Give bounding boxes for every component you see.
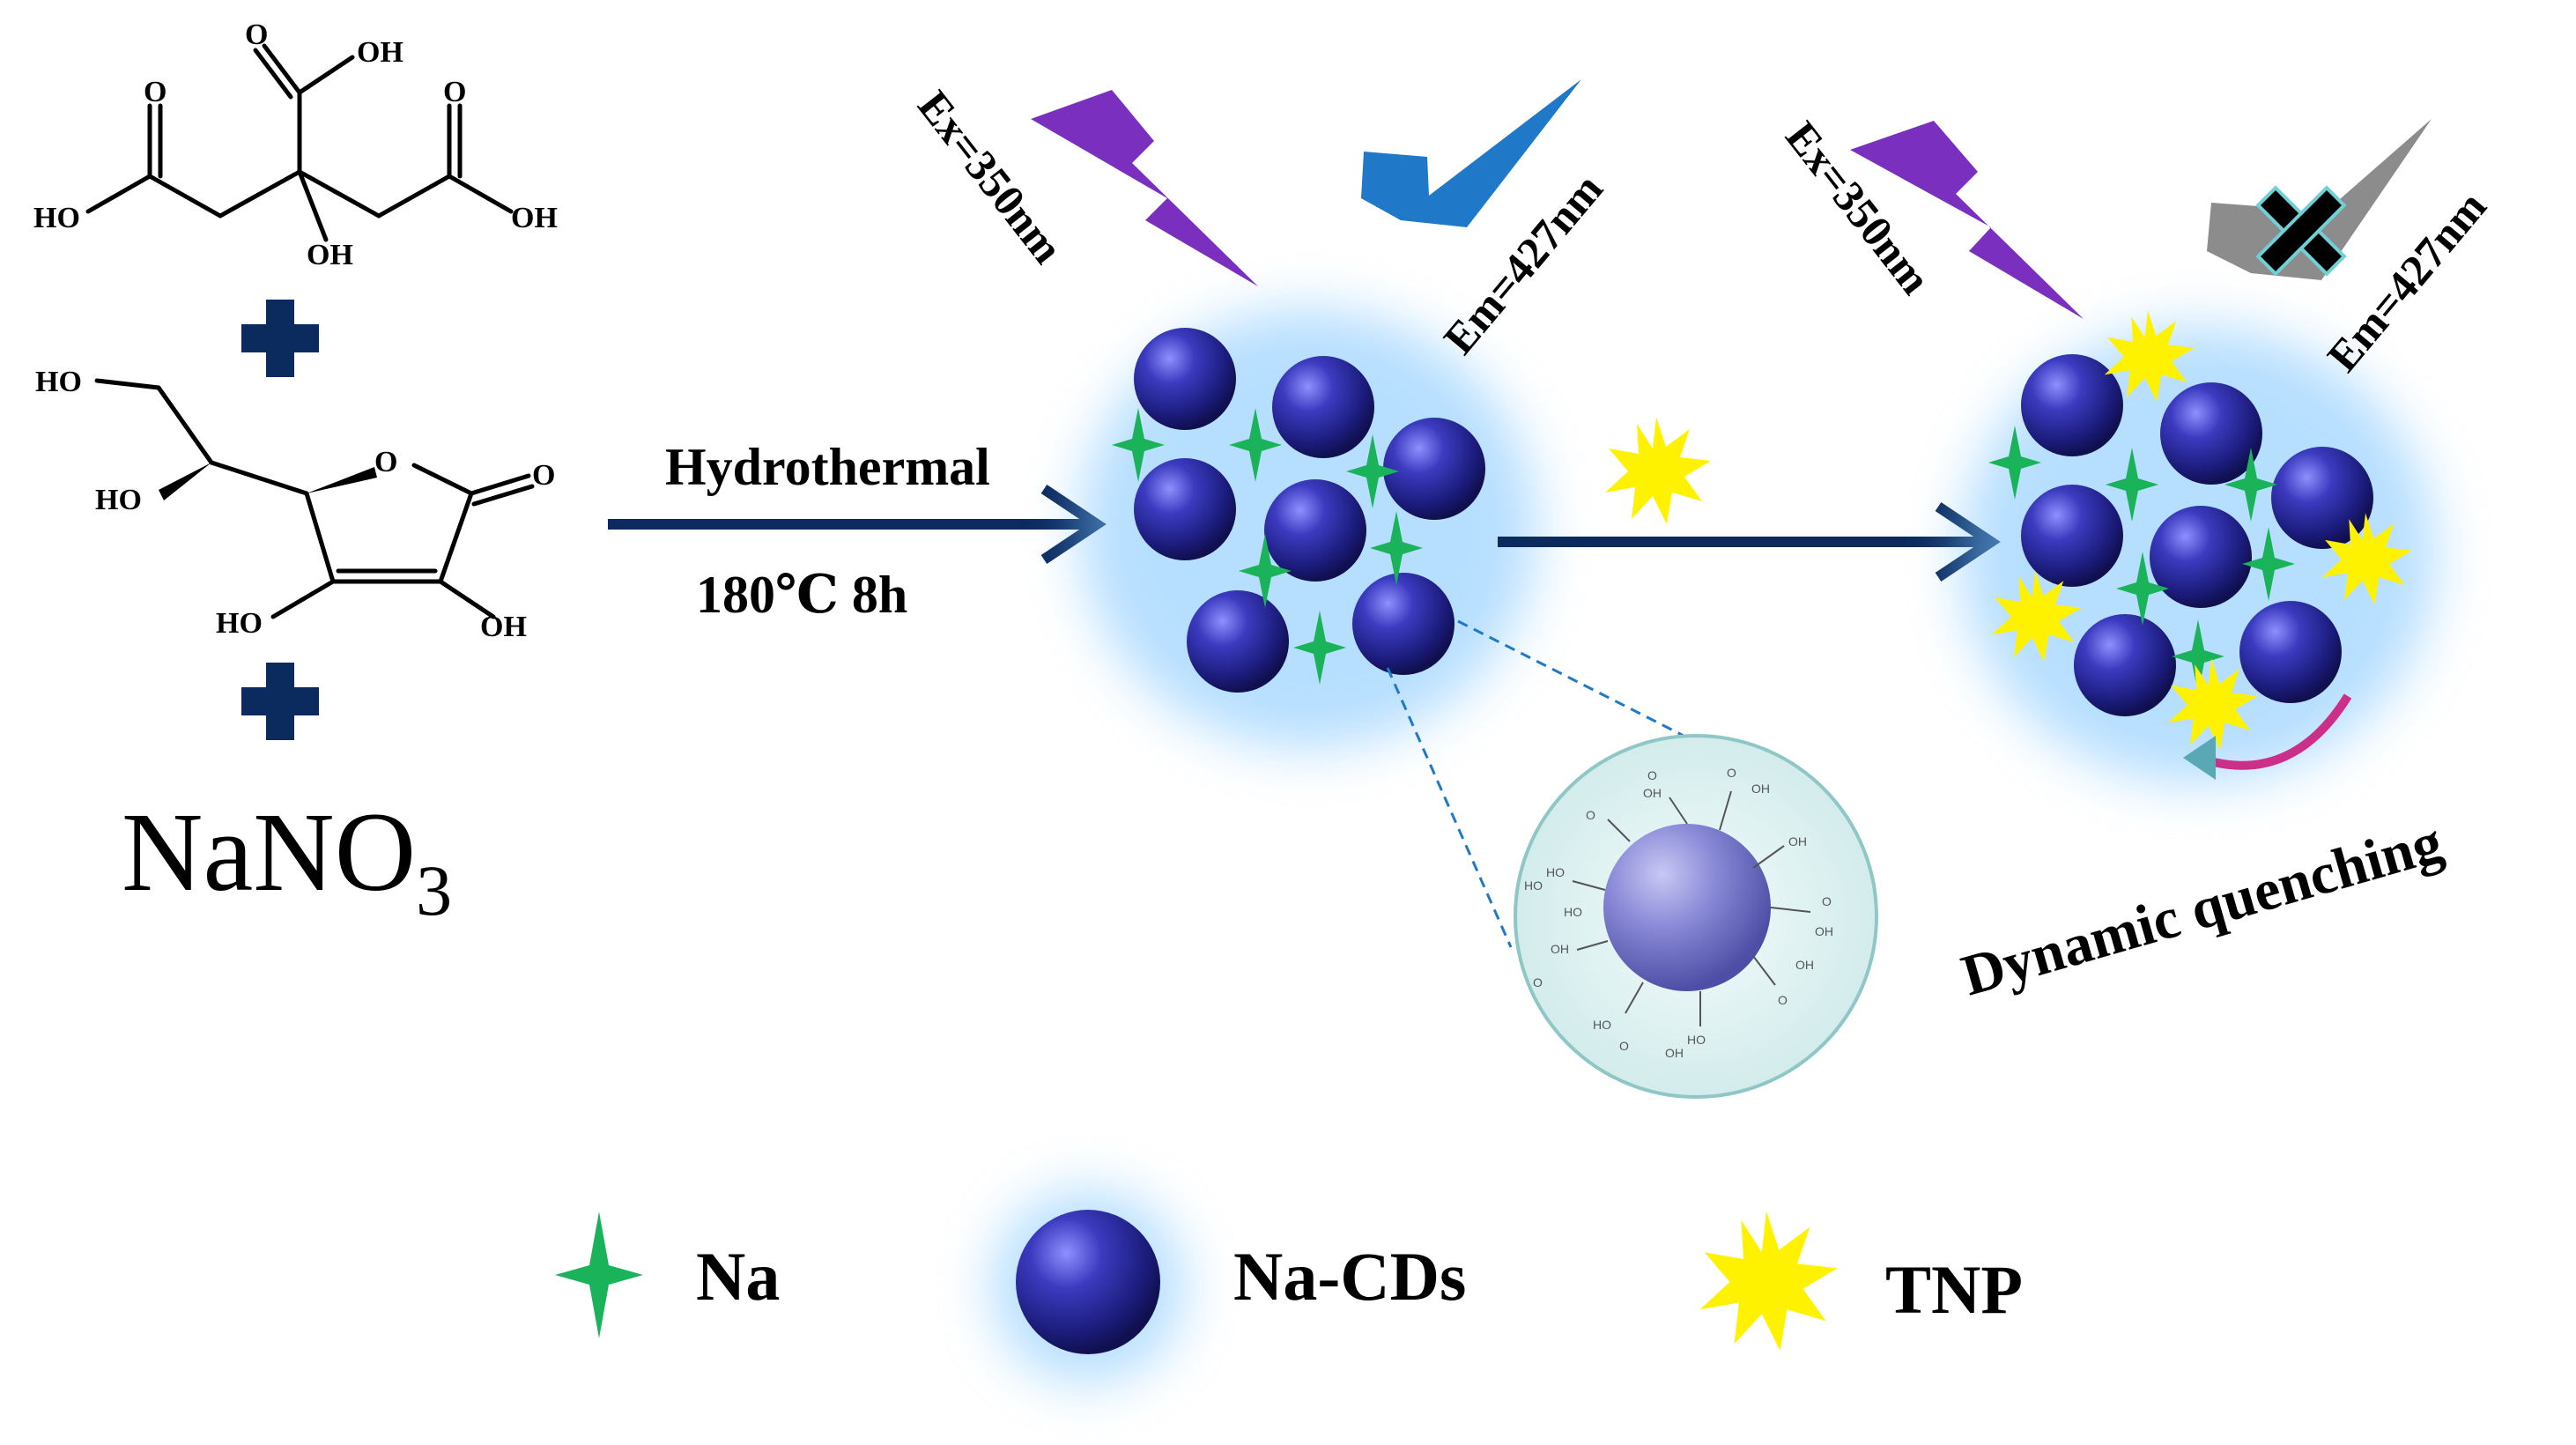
condition-temperature-time: 180℃ 8h — [696, 566, 907, 624]
tnp-addition-arrow — [1498, 502, 2001, 582]
na-marker-icon — [1239, 534, 1292, 608]
legend-tnp-icon — [1699, 1211, 1838, 1351]
ascorbic-label-o-carbonyl: O — [532, 459, 555, 492]
citric-label-ho-left: HO — [33, 202, 80, 234]
hydrothermal-arrow — [608, 485, 1107, 564]
ascorbic-label-oh-bottom: OH — [480, 611, 527, 643]
na-cd-zoom-view: OH O OH OH O OH O HO HO OH HO HO O OH O … — [1514, 734, 1878, 1099]
zoom-label: HO — [1546, 865, 1565, 879]
zoom-label: OH — [1551, 942, 1569, 956]
zoom-label: HO — [1564, 905, 1582, 919]
zoom-label: O — [1727, 766, 1736, 780]
citric-label-oh-top: OH — [357, 36, 403, 69]
na-cd-particle — [2021, 354, 2123, 456]
na-cd-particle — [2271, 447, 2373, 549]
zoom-label: OH — [1795, 958, 1814, 972]
na-marker-icon — [1293, 611, 1346, 685]
zoom-label: OH — [1751, 782, 1770, 796]
na-cd-particle — [1352, 573, 1455, 675]
na-cd-particle — [1134, 328, 1236, 430]
na-marker-icon — [2172, 619, 2224, 693]
excitation-lightning-icon — [1850, 121, 2084, 319]
ascorbic-label-ho-bottom: HO — [216, 607, 263, 640]
ascorbic-label-ho-mid: HO — [95, 484, 142, 516]
ascorbic-label-o-ring: O — [374, 446, 397, 478]
tnp-molecule-icon — [2321, 513, 2412, 604]
na-cd-particle — [2160, 382, 2262, 485]
na-marker-icon — [2116, 552, 2169, 626]
zoom-label: OH — [1665, 1046, 1684, 1060]
left-excitation-label: Ex=350nm — [908, 81, 1073, 272]
zoom-label: OH — [1815, 924, 1833, 938]
na-marker-icon — [1229, 408, 1282, 482]
dynamic-quenching-arrowhead — [2183, 736, 2216, 780]
na-marker-icon — [1346, 434, 1399, 508]
na-cd-particle — [1134, 458, 1236, 560]
na-cd-particle — [1187, 590, 1289, 693]
zoom-guide-line — [1386, 667, 1513, 948]
na-marker-icon — [1112, 408, 1165, 482]
tnp-molecule-icon — [2104, 310, 2195, 402]
na-marker-icon — [2242, 527, 2295, 601]
na-cd-particle — [2021, 485, 2123, 587]
zoom-label: O — [1647, 768, 1657, 782]
quenched-emission-lightning-icon — [2207, 119, 2432, 280]
na-cd-particle — [2074, 614, 2176, 716]
citric-label-o-left: O — [144, 76, 167, 108]
ascorbic-label-ho-top: HO — [35, 366, 82, 398]
zoom-label: O — [1586, 808, 1595, 822]
zoom-label: O — [1822, 894, 1832, 908]
plus-icon — [241, 300, 319, 377]
left-cluster-na-markers — [1112, 408, 1423, 685]
tnp-molecule-icon — [2167, 658, 2258, 750]
zoom-label: O — [1619, 1039, 1629, 1053]
na-marker-icon — [2106, 448, 2158, 522]
right-cluster-particles — [2021, 354, 2373, 716]
emission-blocked-icon — [2255, 185, 2347, 277]
na-cd-particle — [1272, 356, 1374, 458]
tnp-molecule-icon — [1991, 570, 2082, 662]
legend-na-icon — [555, 1212, 643, 1338]
legend-na-label: Na — [696, 1238, 780, 1315]
sodium-nitrate-formula: NaNO3 — [122, 789, 452, 930]
na-cd-particle — [2239, 601, 2342, 703]
excitation-lightning-icon — [1031, 90, 1258, 286]
citric-label-o-right: O — [443, 76, 466, 108]
legend: Na Na-CDs TNP — [555, 1189, 2023, 1383]
ascorbic-acid-structure: HO HO O O HO OH — [35, 366, 555, 643]
zoom-label: HO — [1593, 1018, 1611, 1032]
right-cluster-tnp-markers — [1991, 310, 2412, 750]
na-marker-icon — [1370, 511, 1423, 585]
zoom-label: HO — [1687, 1033, 1706, 1047]
zoom-label: O — [1778, 993, 1788, 1007]
citric-label-oh-bottom: OH — [307, 239, 353, 271]
emission-lightning-icon — [1361, 79, 1581, 227]
citric-acid-structure: O OH O O HO OH OH — [33, 19, 558, 271]
left-cluster-particles — [1134, 328, 1485, 693]
legend-tnp-label: TNP — [1885, 1251, 2023, 1328]
na-cd-particle — [1383, 418, 1485, 520]
dynamic-quenching-arrow — [2196, 693, 2352, 770]
zoom-label: O — [1533, 975, 1543, 989]
na-cd-particle — [2150, 506, 2252, 608]
carbon-dot-core — [1603, 824, 1771, 991]
legend-na-cds-icon — [1016, 1210, 1160, 1354]
citric-label-oh-right: OH — [511, 202, 558, 234]
na-marker-icon — [1988, 426, 2041, 500]
zoom-label: HO — [1524, 878, 1543, 893]
citric-label-o-top: O — [245, 19, 268, 51]
zoom-label: OH — [1788, 834, 1807, 848]
right-cluster-na-markers — [1988, 426, 2295, 693]
plus-icon — [241, 663, 319, 740]
tnp-molecule-icon — [1605, 417, 1711, 524]
zoom-label: OH — [1643, 786, 1662, 800]
dynamic-quenching-label: Dynamic quenching — [1955, 810, 2449, 1008]
condition-hydrothermal: Hydrothermal — [665, 438, 990, 496]
na-marker-icon — [2224, 448, 2277, 522]
legend-na-cds-label: Na-CDs — [1233, 1238, 1466, 1315]
na-cd-particle — [1264, 479, 1366, 582]
